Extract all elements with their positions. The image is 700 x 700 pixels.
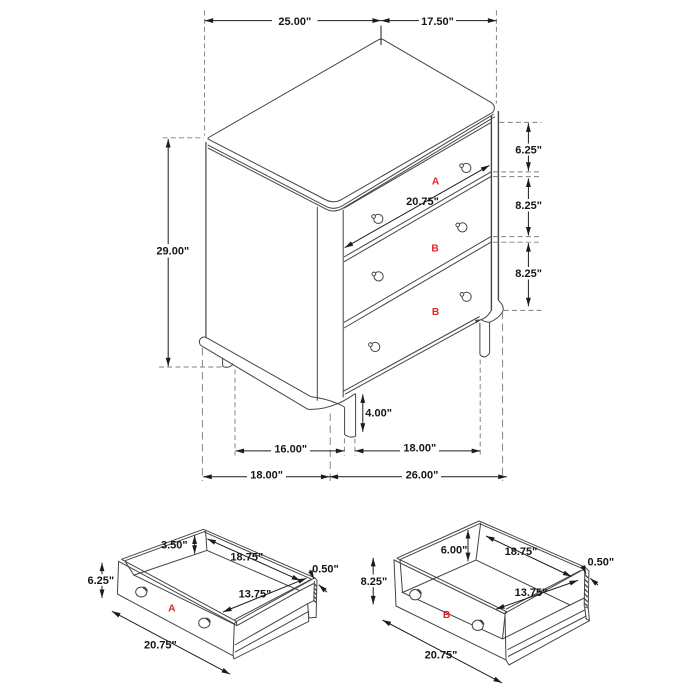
svg-text:18.00": 18.00" [403,443,436,455]
svg-text:0.50": 0.50" [312,564,339,576]
svg-text:18.00": 18.00" [250,469,283,481]
svg-text:25.00": 25.00" [278,16,311,28]
svg-text:6.25": 6.25" [87,575,114,587]
svg-text:8.25": 8.25" [361,576,388,588]
svg-text:A: A [432,177,440,188]
svg-text:13.75": 13.75" [515,587,548,599]
svg-text:B: B [443,610,450,621]
svg-text:20.75": 20.75" [406,196,439,208]
svg-text:B: B [431,244,438,255]
svg-text:17.50": 17.50" [421,16,454,28]
svg-text:4.00": 4.00" [365,408,392,420]
svg-text:20.75": 20.75" [144,640,177,652]
svg-text:3.50": 3.50" [161,539,188,551]
svg-text:0.50": 0.50" [587,556,614,568]
svg-text:26.00": 26.00" [406,469,439,481]
svg-text:29.00": 29.00" [156,246,189,258]
svg-text:18.75": 18.75" [230,551,263,563]
svg-text:20.75": 20.75" [425,649,458,661]
svg-text:8.25": 8.25" [515,268,542,280]
svg-text:B: B [432,307,439,318]
svg-text:16.00": 16.00" [274,443,307,455]
svg-text:13.75": 13.75" [239,589,272,601]
svg-text:6.25": 6.25" [515,144,542,156]
svg-text:A: A [168,603,176,614]
svg-text:18.75": 18.75" [505,546,538,558]
svg-text:6.00": 6.00" [441,545,468,557]
svg-text:8.25": 8.25" [515,200,542,212]
